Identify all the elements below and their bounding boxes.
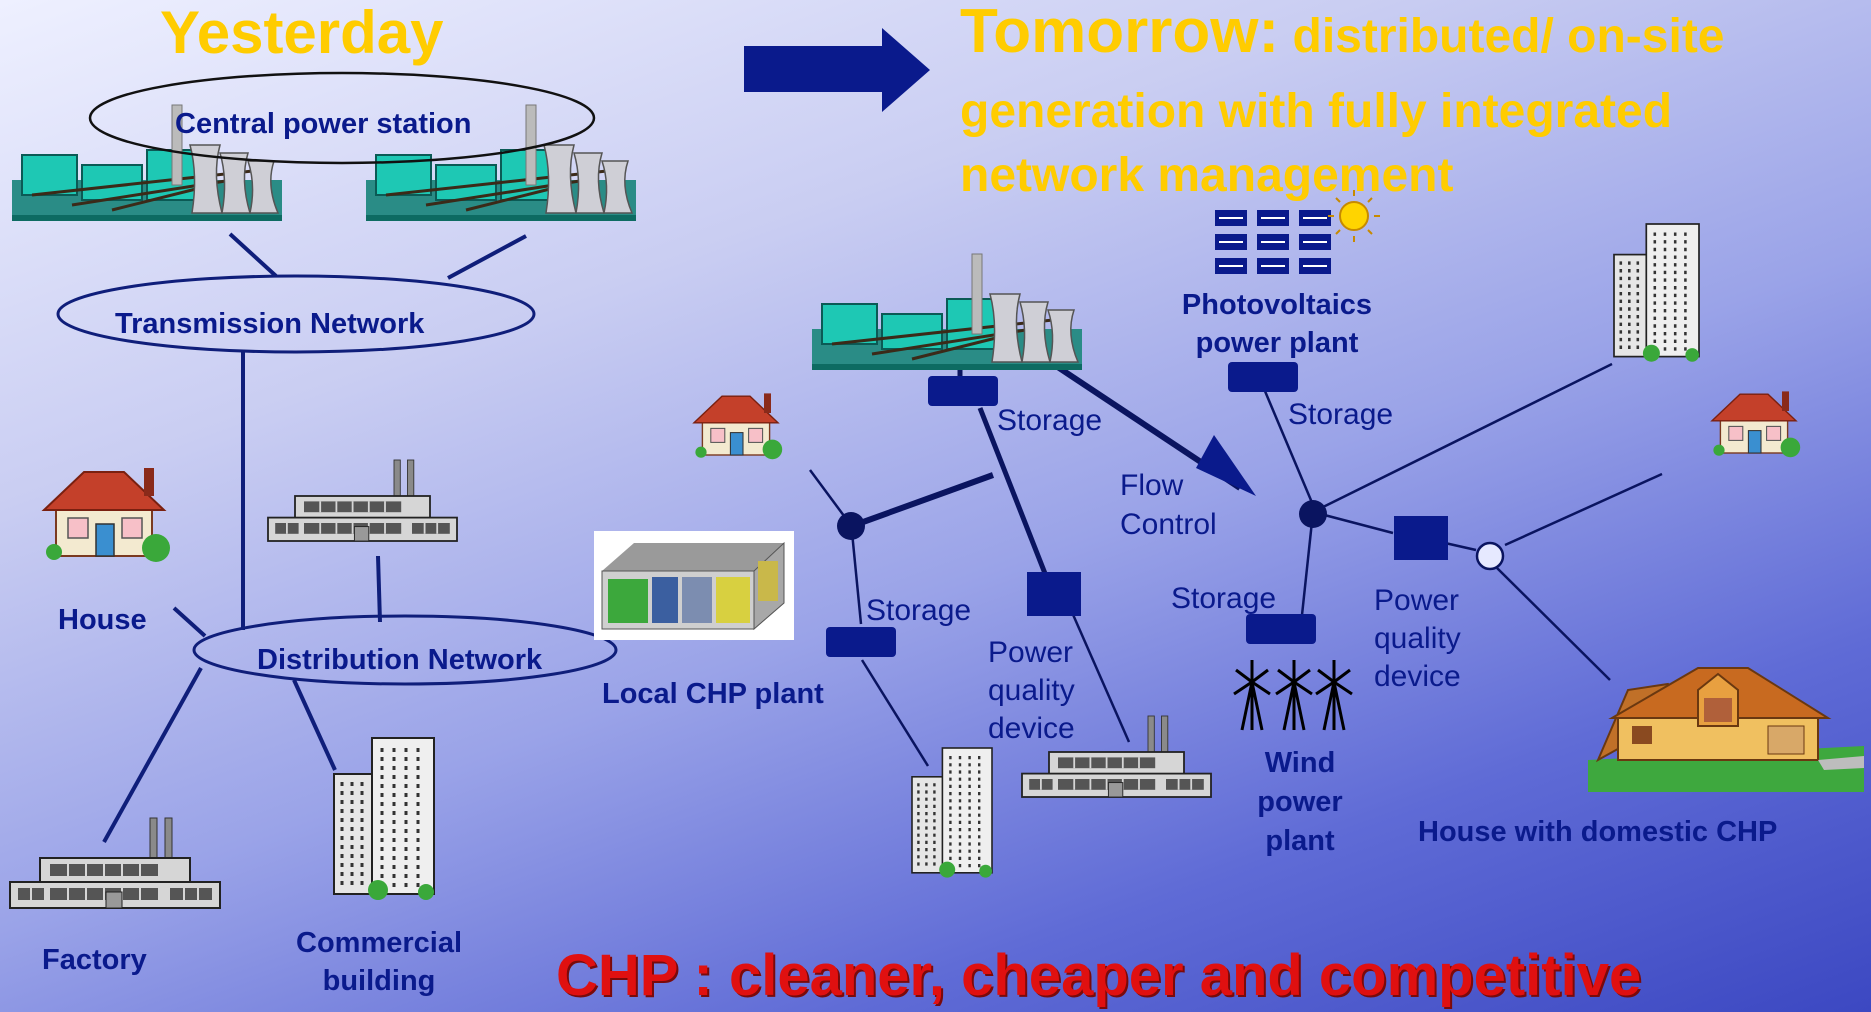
power-quality-device-label-left: Power quality device <box>988 636 1075 745</box>
power-quality-device-box-left <box>1027 572 1081 616</box>
house-domestic-chp-label: House with domestic CHP <box>1418 816 1778 848</box>
wind-turbine-icon <box>1232 658 1354 732</box>
storage-box-chp <box>826 627 896 657</box>
commercial-building-icon <box>332 736 436 902</box>
flow-control-label: Flow Control <box>1120 469 1217 541</box>
central-power-station-ellipse <box>88 71 596 165</box>
house-domestic-chp-icon <box>1588 660 1864 792</box>
photovoltaics-label: Photovoltaics power plant <box>1181 289 1373 359</box>
transmission-network-ellipse <box>56 274 536 354</box>
factory-label: Factory <box>42 944 147 976</box>
yesterday-heading: Yesterday <box>160 0 444 66</box>
commercial-building-label: Commercial building <box>296 927 463 997</box>
flow-arrow-icon <box>1196 435 1256 496</box>
transmission-network-label: Transmission Network <box>115 308 425 340</box>
left-lines <box>102 232 527 843</box>
distribution-network-label: Distribution Network <box>257 644 543 676</box>
factory-icon-upper <box>267 459 458 542</box>
storage-box-wind <box>1246 614 1316 644</box>
storage-label-top: Storage <box>997 404 1103 437</box>
storage-label-chp: Storage <box>866 594 972 627</box>
office-tower-icon-bottom <box>910 746 994 879</box>
wind-power-plant-label: Wind power plant <box>1257 747 1343 857</box>
node-open <box>1475 541 1505 571</box>
node-center <box>1299 500 1327 528</box>
solar-panel-icon <box>1215 210 1331 274</box>
storage-box-pv <box>1228 362 1298 392</box>
house-label: House <box>58 604 147 636</box>
power-quality-device-label-right: Power quality device <box>1374 584 1461 693</box>
house-icon <box>43 467 171 563</box>
factory-icon <box>9 817 221 909</box>
node-left <box>837 512 865 540</box>
local-chp-plant-label: Local CHP plant <box>602 678 824 710</box>
house-icon-left <box>693 392 783 460</box>
storage-boxes <box>826 362 1448 657</box>
arrow-right-icon <box>744 28 930 112</box>
tomorrow-heading: Tomorrow: distributed/ on-site generatio… <box>960 0 1725 202</box>
office-tower-icon-right <box>1612 222 1701 363</box>
sun-icon <box>1328 190 1380 242</box>
house-icon-right <box>1711 390 1801 458</box>
distribution-network-ellipse <box>192 614 618 686</box>
storage-label-pv: Storage <box>1288 398 1394 431</box>
power-quality-device-box-right <box>1394 516 1448 560</box>
storage-label-wind: Storage <box>1171 582 1277 615</box>
power-plant-icon <box>810 252 1084 372</box>
chp-unit-icon <box>594 531 794 640</box>
storage-box-top <box>928 376 998 406</box>
central-power-station-label: Central power station <box>175 108 472 140</box>
footer-tagline: CHP : cleaner, cheaper and competitive <box>556 943 1642 1008</box>
